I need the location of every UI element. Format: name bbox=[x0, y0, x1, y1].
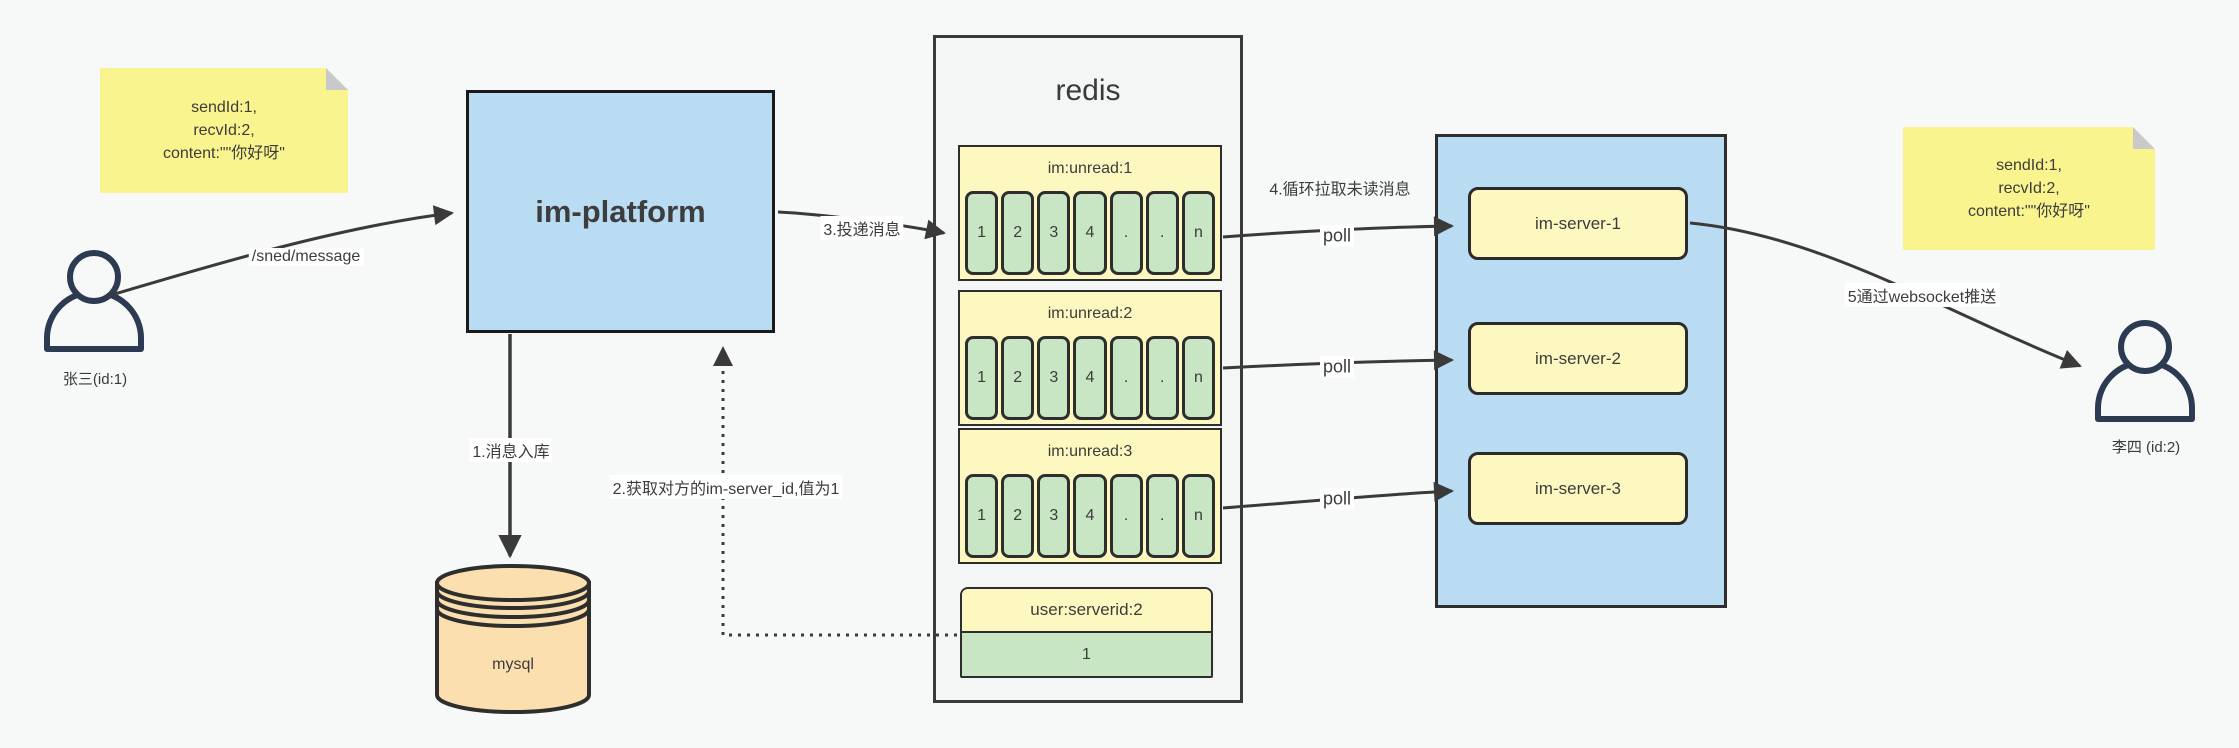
queue-cells: 1 2 3 4 . . n bbox=[960, 474, 1220, 558]
sender-user-icon bbox=[44, 250, 144, 352]
right-note: sendId:1, recvId:2, content:""你好呀" bbox=[1903, 127, 2155, 250]
edge-label-poll-1: poll bbox=[1319, 225, 1355, 247]
edge-label-send: /sned/message bbox=[248, 248, 364, 266]
queue-cell: 4 bbox=[1073, 336, 1107, 420]
queue-cell: n bbox=[1181, 336, 1215, 420]
edge-label-push: 5通过websocket推送 bbox=[1844, 283, 2000, 307]
queue-cell: . bbox=[1145, 474, 1179, 558]
im-server-1-label: im-server-1 bbox=[1535, 213, 1621, 233]
queue-cell: . bbox=[1145, 336, 1179, 420]
queue-cell: . bbox=[1109, 474, 1143, 558]
queue-cell: n bbox=[1181, 474, 1215, 558]
mysql-node: mysql bbox=[435, 564, 591, 714]
queue-cell: 2 bbox=[1001, 474, 1035, 558]
queue-cell: 3 bbox=[1037, 191, 1071, 275]
im-server-2-node: im-server-2 bbox=[1468, 322, 1688, 395]
left-note: sendId:1, recvId:2, content:""你好呀" bbox=[100, 68, 348, 193]
edge-label-poll-3: poll bbox=[1319, 488, 1355, 510]
edge-label-lookup: 2.获取对方的im-server_id,值为1 bbox=[609, 475, 843, 499]
im-platform-node: im-platform bbox=[466, 90, 775, 333]
queue-cell: 3 bbox=[1037, 474, 1071, 558]
im-server-1-node: im-server-1 bbox=[1468, 187, 1688, 260]
edge-label-store: 1.消息入库 bbox=[469, 438, 553, 462]
user-serverid-header: user:serverid:2 bbox=[962, 589, 1211, 633]
queue-cell: 2 bbox=[1001, 191, 1035, 275]
note-line: content:""你好呀" bbox=[1968, 203, 2090, 220]
queue-group-1: im:unread:1 1 2 3 4 . . n bbox=[958, 145, 1222, 281]
queue-cell: 1 bbox=[965, 336, 999, 420]
im-server-2-label: im-server-2 bbox=[1535, 348, 1621, 368]
note-line: sendId:1, bbox=[191, 99, 257, 116]
edge-label-deliver: 3.投递消息 bbox=[820, 216, 904, 240]
edge-label-pull: 4.循环拉取未读消息 bbox=[1269, 181, 1411, 199]
note-line: recvId:2, bbox=[193, 122, 255, 139]
queue-cell: . bbox=[1145, 191, 1179, 275]
queue-cell: n bbox=[1181, 191, 1215, 275]
queue-header: im:unread:1 bbox=[1047, 160, 1133, 177]
mysql-label: mysql bbox=[492, 656, 534, 673]
queue-cell: 1 bbox=[965, 474, 999, 558]
receiver-user-icon bbox=[2095, 320, 2195, 422]
note-fold-icon bbox=[326, 68, 348, 90]
sender-label: 张三(id:1) bbox=[62, 371, 128, 388]
queue-cell: 4 bbox=[1073, 191, 1107, 275]
user-serverid-block: user:serverid:2 1 bbox=[960, 587, 1213, 678]
queue-header: im:unread:3 bbox=[1047, 443, 1133, 460]
im-server-3-node: im-server-3 bbox=[1468, 452, 1688, 525]
note-line: sendId:1, bbox=[1996, 157, 2062, 174]
queue-header: im:unread:2 bbox=[1047, 305, 1133, 322]
redis-title: redis bbox=[1055, 74, 1121, 107]
queue-cell: 2 bbox=[1001, 336, 1035, 420]
queue-cell: 1 bbox=[965, 191, 999, 275]
user-serverid-value: 1 bbox=[962, 633, 1211, 676]
im-server-3-label: im-server-3 bbox=[1535, 478, 1621, 498]
queue-group-2: im:unread:2 1 2 3 4 . . n bbox=[958, 290, 1222, 426]
queue-cell: 3 bbox=[1037, 336, 1071, 420]
queue-cells: 1 2 3 4 . . n bbox=[960, 191, 1220, 275]
im-platform-label: im-platform bbox=[535, 193, 706, 229]
note-line: content:""你好呀" bbox=[163, 145, 285, 162]
queue-cell: . bbox=[1109, 336, 1143, 420]
note-line: recvId:2, bbox=[1998, 180, 2060, 197]
queue-cells: 1 2 3 4 . . n bbox=[960, 336, 1220, 420]
queue-cell: . bbox=[1109, 191, 1143, 275]
receiver-label: 李四 (id:2) bbox=[2111, 439, 2181, 456]
note-fold-icon bbox=[2133, 127, 2155, 149]
queue-group-3: im:unread:3 1 2 3 4 . . n bbox=[958, 428, 1222, 564]
edge-label-poll-2: poll bbox=[1319, 356, 1355, 378]
queue-cell: 4 bbox=[1073, 474, 1107, 558]
